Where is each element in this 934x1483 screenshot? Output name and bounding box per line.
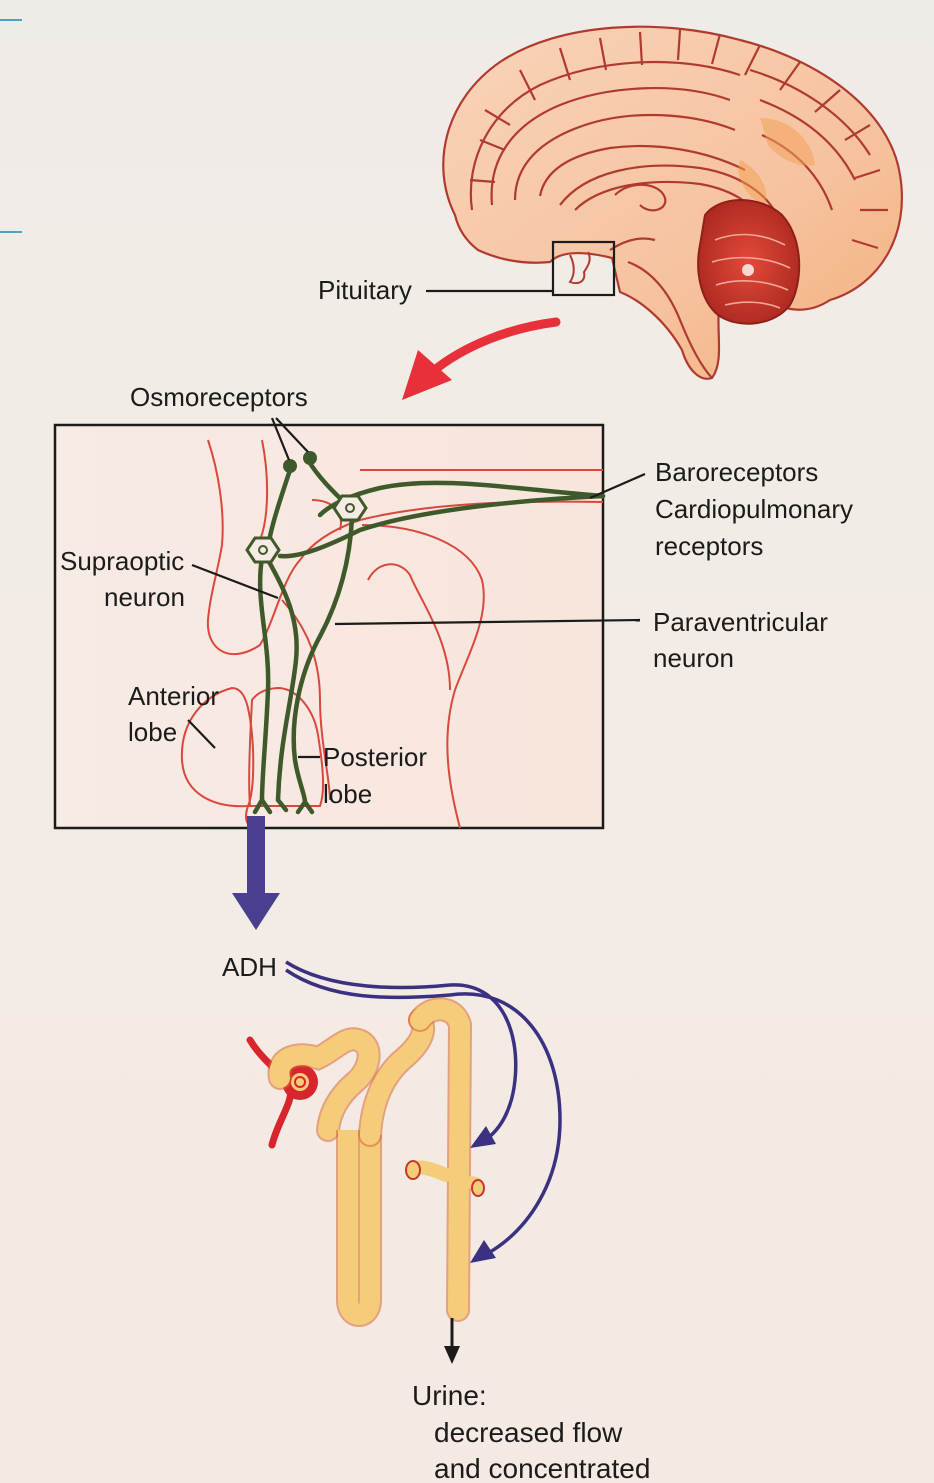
- baroreceptors-label: Baroreceptors: [655, 457, 818, 487]
- receptors-label: receptors: [655, 531, 763, 561]
- posterior-label: Posterior: [323, 742, 427, 772]
- edge-marks: [0, 20, 22, 232]
- paraventricular-neuron-label: neuron: [653, 643, 734, 673]
- supraoptic-label: Supraoptic: [60, 546, 184, 576]
- concentrated-label: and concentrated: [434, 1453, 650, 1483]
- anterior-label: Anterior: [128, 681, 219, 711]
- cardiopulmonary-label: Cardiopulmonary: [655, 494, 853, 524]
- supraoptic-cell-body: [247, 538, 279, 562]
- paraventricular-label: Paraventricular: [653, 607, 828, 637]
- posterior-lobe-label: lobe: [323, 779, 372, 809]
- cerebellum: [698, 200, 799, 324]
- zoom-arrow: [402, 322, 556, 400]
- adh-release-arrow: [232, 816, 280, 930]
- paraventricular-cell-body: [334, 496, 366, 520]
- supraoptic-neuron-label: neuron: [104, 582, 185, 612]
- anterior-lobe-label: lobe: [128, 717, 177, 747]
- adh-label: ADH: [222, 952, 277, 982]
- decreased-flow-label: decreased flow: [434, 1417, 623, 1448]
- pituitary-label: Pituitary: [318, 275, 412, 305]
- osmoreceptors-label: Osmoreceptors: [130, 382, 308, 412]
- brain-sagittal-section: [443, 27, 902, 379]
- urine-label: Urine:: [412, 1380, 487, 1411]
- nephron: [250, 1009, 484, 1315]
- urine-arrow: [444, 1318, 460, 1364]
